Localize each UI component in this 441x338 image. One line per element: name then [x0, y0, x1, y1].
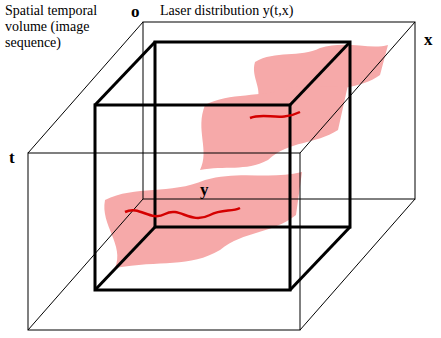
inner-front-face — [95, 105, 290, 290]
inner-edge — [95, 42, 155, 105]
inner-edge — [290, 227, 350, 290]
outer-edge — [28, 199, 143, 330]
outer-volume — [28, 22, 415, 330]
outer-back-face — [143, 22, 415, 199]
laser-sheet — [200, 85, 348, 170]
outer-edge — [300, 199, 415, 330]
inner-edge — [95, 227, 155, 290]
inner-back-face — [155, 42, 350, 227]
axis-label: x — [424, 30, 433, 50]
laser-curve — [125, 208, 240, 218]
axis-origin: o — [131, 2, 140, 22]
laser-caption: Laser distribution y(t,x) — [160, 3, 293, 19]
laser-curves — [125, 112, 300, 218]
inner-volume — [95, 42, 350, 290]
laser-sheet — [104, 172, 302, 268]
axis-label: y — [200, 180, 209, 200]
axis-label: t — [9, 148, 15, 168]
laser-curve — [250, 112, 300, 118]
outer-front-face — [28, 153, 300, 330]
inner-edge — [290, 42, 350, 105]
volume-caption: Spatial temporal volume (image sequence) — [5, 3, 127, 51]
